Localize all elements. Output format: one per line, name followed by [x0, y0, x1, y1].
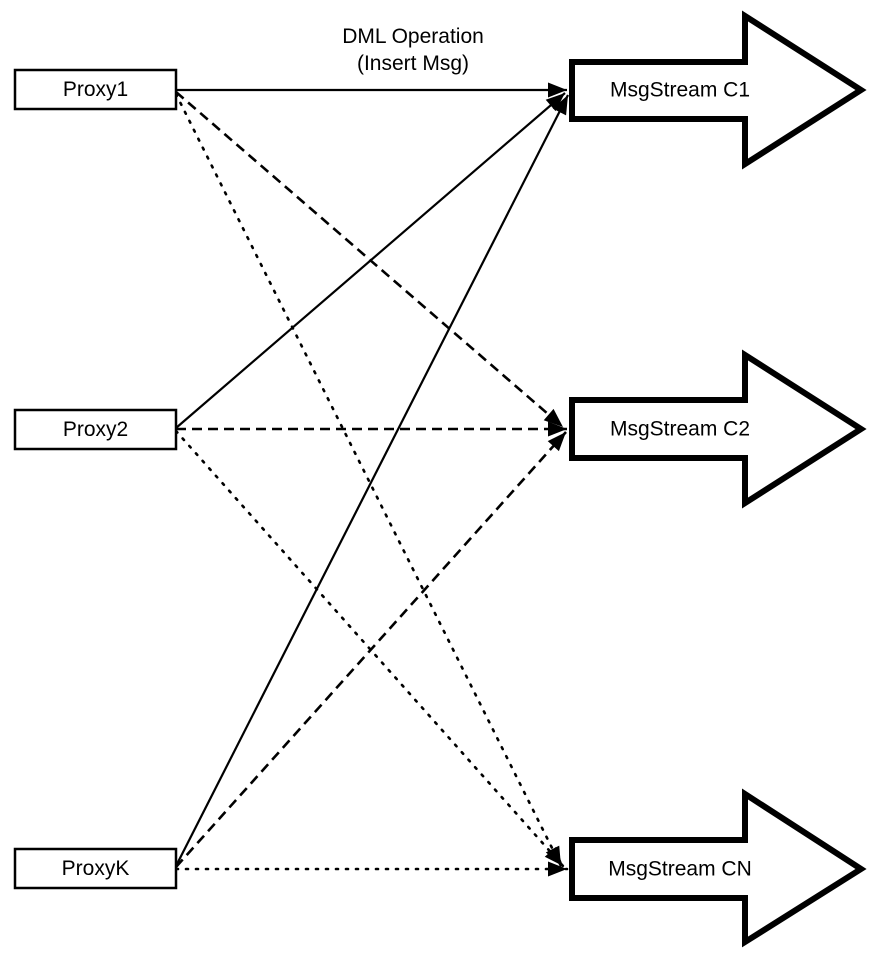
proxy-label-proxy1: Proxy1	[63, 78, 128, 101]
edges-layer	[174, 88, 569, 871]
edge-pk-c1	[175, 94, 569, 867]
proxy-label-proxyK: ProxyK	[62, 857, 130, 880]
proxy-proxy1[interactable]: Proxy1	[13, 68, 178, 111]
arrowhead-pk-cn	[548, 861, 567, 877]
stream-label-stream_c1: MsgStream C1	[610, 79, 750, 102]
proxy-proxy2[interactable]: Proxy2	[13, 408, 178, 451]
edge-label-dml-operation: DML Operation (Insert Msg)	[342, 25, 484, 75]
edge-p1-c2	[175, 91, 564, 428]
edge-p1-cn	[174, 92, 563, 868]
arrowheads-layer	[543, 82, 568, 877]
stream-stream_cn[interactable]: MsgStream CN	[569, 788, 867, 948]
streams-layer: MsgStream C1 MsgStream C2 MsgStream CN	[569, 10, 867, 948]
arrowhead-pk-c2	[547, 432, 566, 452]
arrowhead-p2-c1	[545, 93, 565, 112]
edge-p2-c1	[175, 92, 566, 429]
arrowhead-p1-c2	[543, 408, 563, 427]
proxy-label-proxy2: Proxy2	[63, 418, 128, 441]
arrowhead-p1-c1	[548, 82, 567, 98]
stream-stream_c2[interactable]: MsgStream C2	[569, 349, 867, 509]
edge-label-line2: (Insert Msg)	[357, 52, 469, 75]
proxy-box-proxyK	[13, 847, 178, 890]
arrowhead-p2-cn	[544, 846, 563, 866]
arrowhead-pk-c1	[552, 95, 568, 116]
edge-label-line1: DML Operation	[342, 25, 484, 48]
edge-p2-cn	[174, 429, 565, 868]
proxy-box-proxy1	[13, 68, 178, 111]
stream-label-stream_cn: MsgStream CN	[608, 858, 752, 881]
proxy-proxyK[interactable]: ProxyK	[13, 847, 178, 890]
arrowhead-p2-c2	[548, 421, 567, 437]
edge-pk-c2	[175, 431, 567, 868]
stream-label-stream_c2: MsgStream C2	[610, 418, 750, 441]
stream-shape-stream_cn	[569, 788, 867, 948]
proxy-box-proxy2	[13, 408, 178, 451]
stream-stream_c1[interactable]: MsgStream C1	[569, 10, 867, 170]
stream-shape-stream_c2	[569, 349, 867, 509]
stream-shape-stream_c1	[569, 10, 867, 170]
